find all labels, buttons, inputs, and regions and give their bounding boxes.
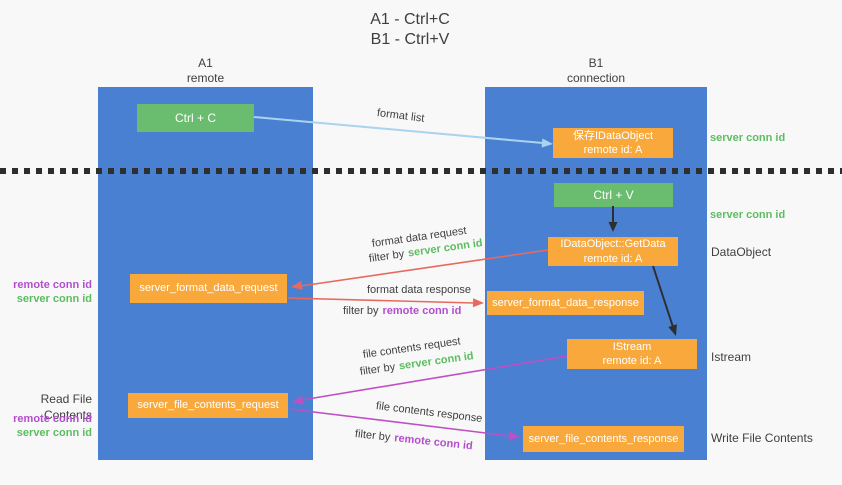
getdata-box: IDataObject::GetData remote id: A bbox=[548, 237, 678, 266]
istream-line1: IStream bbox=[612, 340, 652, 353]
format-list-label: format list bbox=[376, 107, 426, 125]
title-line-1: A1 - Ctrl+C bbox=[370, 11, 450, 28]
remote-conn-id-left-1: remote conn id bbox=[13, 279, 92, 291]
server-file-contents-request-label: server_file_contents_request bbox=[137, 399, 279, 412]
ctrl-v-label: Ctrl + V bbox=[593, 188, 634, 202]
istream-side-label: Istream bbox=[711, 350, 752, 364]
getdata-line1: IDataObject::GetData bbox=[560, 238, 666, 251]
server-file-contents-response-label: server_file_contents_response bbox=[528, 432, 679, 445]
server-conn-id-right-mid: server conn id bbox=[710, 209, 786, 221]
server-conn-id-right-top: server conn id bbox=[710, 132, 786, 144]
diagram-title: A1 - Ctrl+C B1 - Ctrl+V bbox=[300, 10, 520, 50]
left-conn-id-group-2: remote conn id server conn id bbox=[0, 412, 92, 441]
column-b1-subtitle: connection bbox=[566, 71, 626, 85]
filter-by-remote-conn-id-label-2: filter by remote conn id bbox=[354, 428, 474, 453]
save-dataobject-line1: 保存IDataObject bbox=[572, 129, 654, 142]
ctrl-v-box: Ctrl + V bbox=[554, 183, 673, 207]
write-file-contents-label: Write File Contents bbox=[711, 431, 813, 445]
column-a1-name: A1 bbox=[198, 56, 213, 70]
save-dataobject-line2: remote id: A bbox=[583, 144, 643, 156]
left-conn-id-group-1: remote conn id server conn id bbox=[0, 278, 92, 307]
column-b1-name: B1 bbox=[588, 56, 604, 70]
getdata-line2: remote id: A bbox=[583, 252, 643, 265]
column-a1-subtitle: remote bbox=[186, 71, 225, 85]
istream-box: IStream remote id: A bbox=[567, 339, 697, 369]
read-file-contents-label: Read File Contents bbox=[40, 392, 92, 422]
format-data-response-label: format data response bbox=[367, 284, 471, 296]
save-dataobject-box: 保存IDataObject remote id: A bbox=[553, 128, 673, 158]
server-format-data-response-box: server_format_data_response bbox=[487, 291, 644, 315]
istream-line2: remote id: A bbox=[602, 355, 662, 367]
ctrl-c-label: Ctrl + C bbox=[174, 111, 216, 125]
server-conn-id-left-1: server conn id bbox=[16, 293, 92, 306]
server-format-data-response-label: server_format_data_response bbox=[492, 296, 639, 309]
server-format-data-request-label: server_format_data_request bbox=[139, 282, 278, 295]
server-file-contents-response-box: server_file_contents_response bbox=[523, 426, 684, 452]
server-format-data-request-box: server_format_data_request bbox=[130, 274, 287, 303]
file-contents-response-label: file contents response bbox=[375, 400, 483, 425]
column-a1-header: A1 remote bbox=[98, 56, 313, 86]
filter-by-remote-conn-id-label-1: filter by remote conn id bbox=[343, 305, 462, 317]
ctrl-c-box: Ctrl + C bbox=[137, 104, 254, 132]
title-line-2: B1 - Ctrl+V bbox=[370, 31, 450, 48]
dataobject-label: DataObject bbox=[711, 245, 772, 259]
server-file-contents-request-box: server_file_contents_request bbox=[128, 393, 288, 418]
remote-conn-id-left-2: remote conn id bbox=[13, 413, 92, 425]
column-b1-header: B1 connection bbox=[485, 56, 707, 86]
server-conn-id-left-2: server conn id bbox=[16, 427, 92, 440]
